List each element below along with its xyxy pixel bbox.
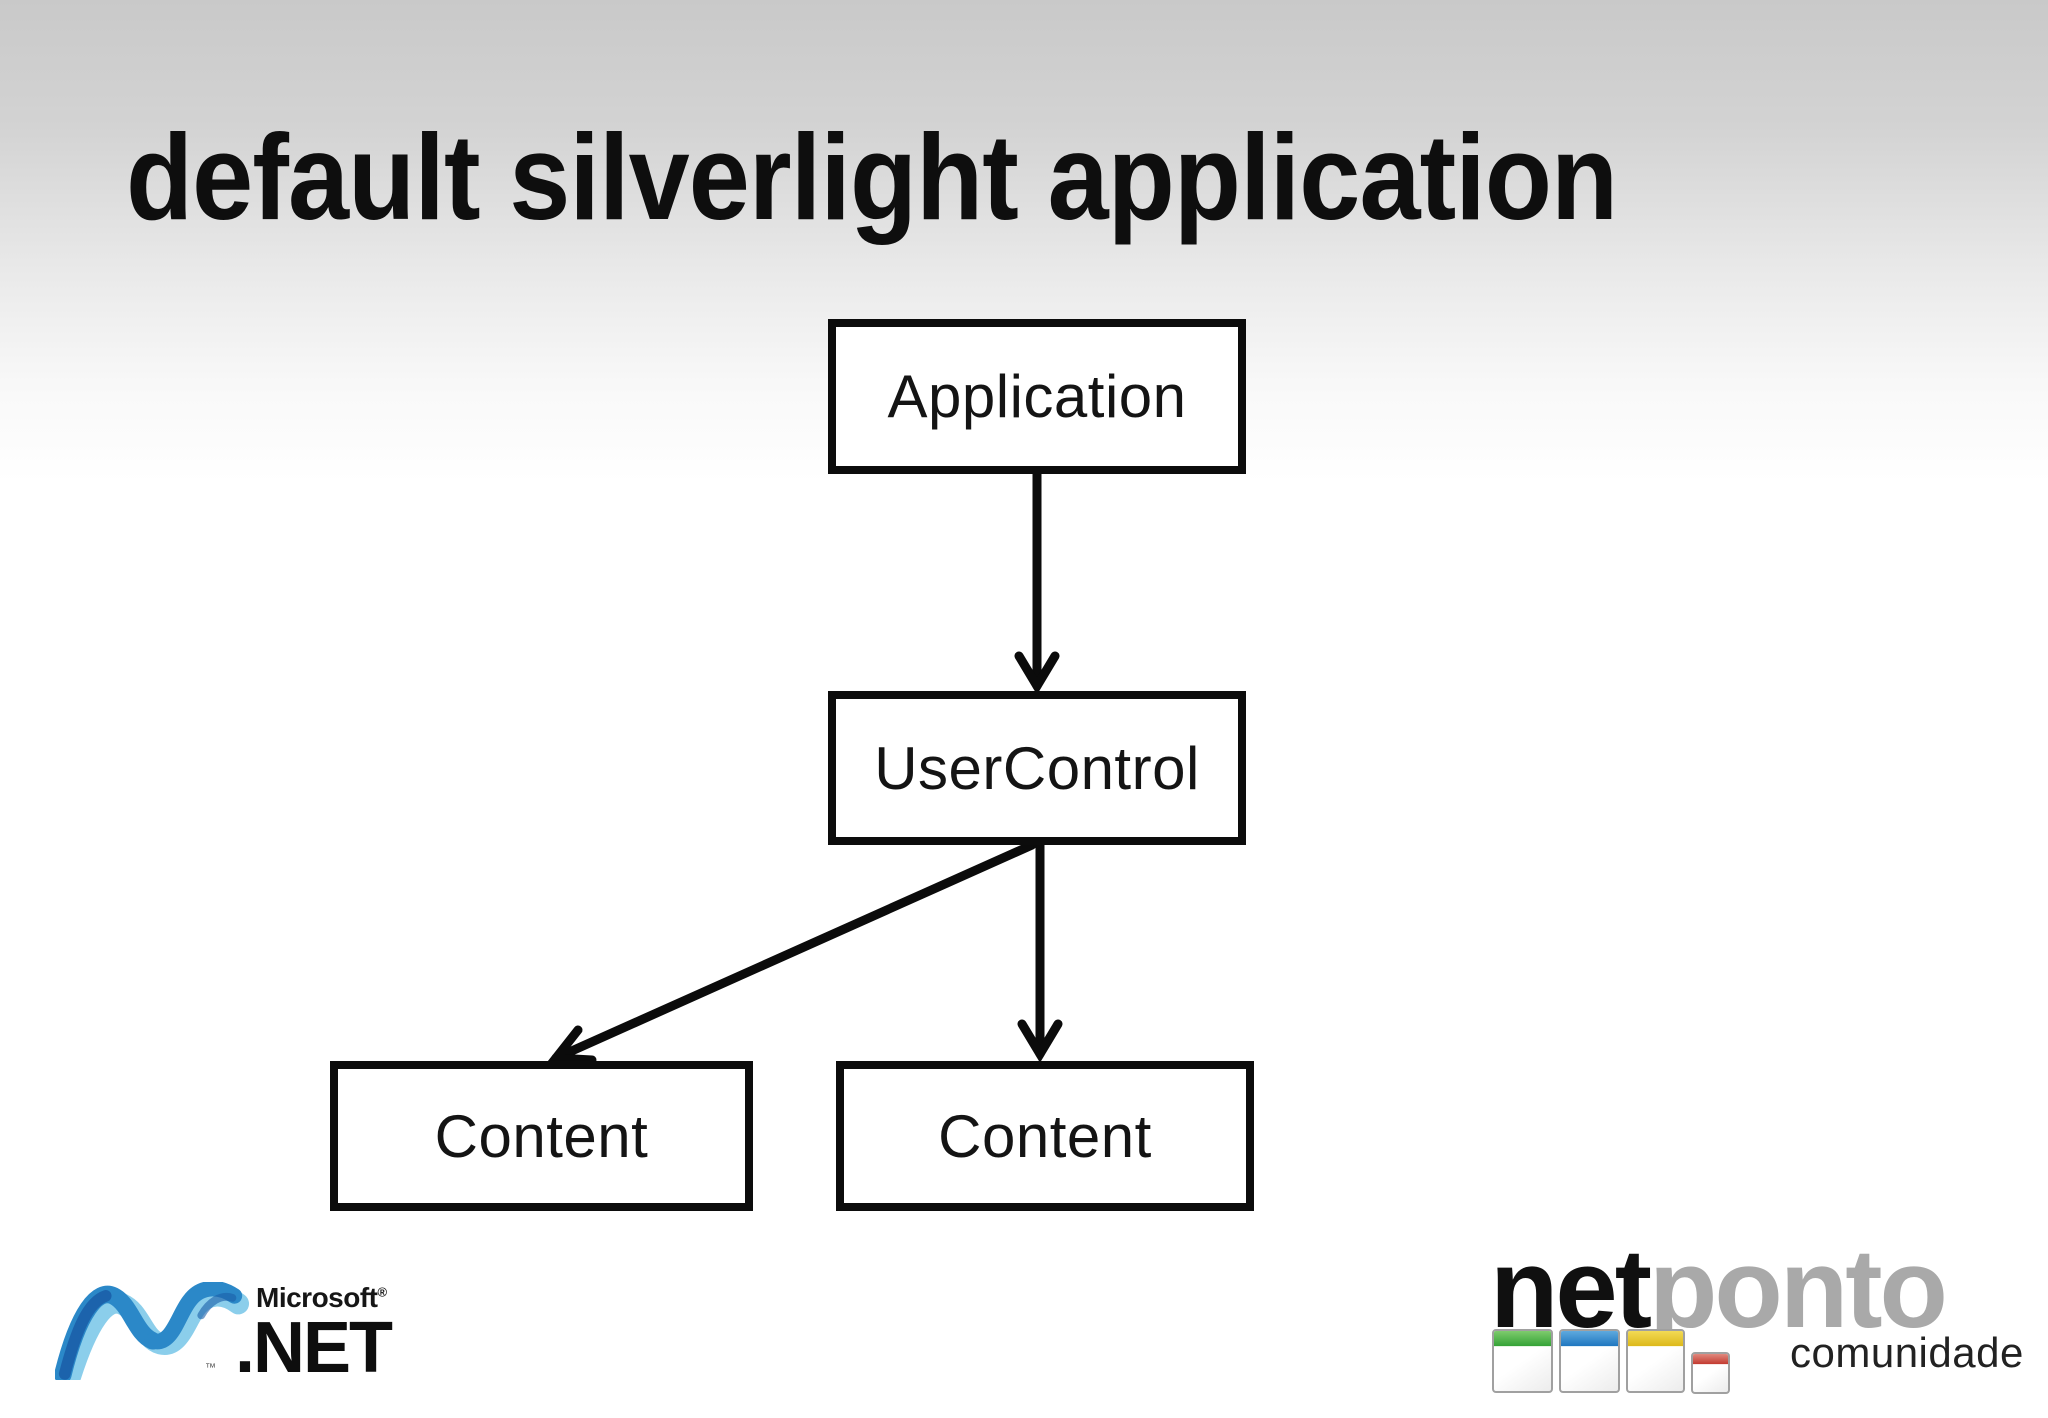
registered-mark: ® <box>377 1284 388 1300</box>
slide-title: default silverlight application <box>126 109 1618 245</box>
netponto-subtitle: comunidade <box>1790 1329 2024 1376</box>
window-icon-red <box>1691 1352 1730 1394</box>
diagram-box-label: Content <box>938 1102 1152 1170</box>
diagram-box-label: Content <box>434 1102 649 1170</box>
diagram-box-label: Application <box>887 363 1187 430</box>
diagram-box-content-left: Content <box>330 1061 753 1211</box>
dotnet-logo: ™ Microsoft® .NET <box>55 1278 425 1388</box>
diagram-box-label: UserControl <box>874 734 1200 802</box>
diagram-box-usercontrol: UserControl <box>828 691 1246 845</box>
netponto-logo: netponto comunidade <box>1490 1233 2030 1403</box>
dotnet-trademark: ™ <box>205 1362 216 1374</box>
diagram-box-content-right: Content <box>836 1061 1254 1211</box>
window-icon-green <box>1492 1329 1553 1393</box>
window-icon-blue <box>1559 1329 1620 1393</box>
dotnet-brand-text: Microsoft® <box>256 1282 388 1313</box>
arrow-usercontrol-to-content-right <box>1017 840 1063 1063</box>
diagram-box-application: Application <box>828 319 1246 474</box>
netponto-wordmark: netponto <box>1490 1233 1948 1345</box>
arrow-usercontrol-to-content-left <box>547 840 1037 1065</box>
netponto-net-text: net <box>1490 1226 1652 1351</box>
dotnet-product-text: .NET <box>235 1308 393 1388</box>
arrow-application-to-usercontrol <box>1014 469 1060 695</box>
window-icon-yellow <box>1626 1329 1685 1393</box>
dotnet-swoosh-icon <box>55 1282 250 1380</box>
netponto-ponto-text: ponto <box>1649 1226 1948 1351</box>
